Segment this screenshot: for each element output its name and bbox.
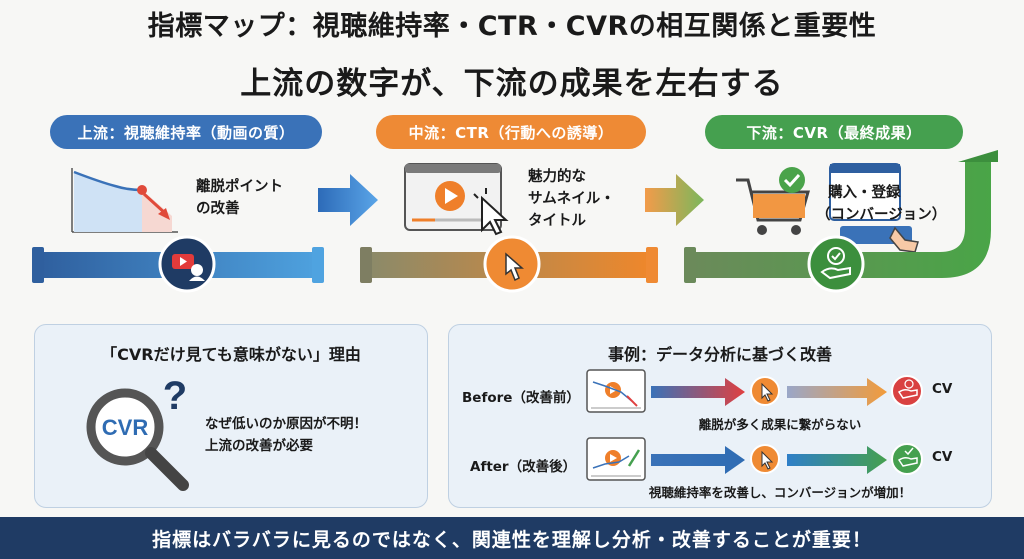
after-label: After（改善後） xyxy=(470,459,577,475)
after-arrow-2 xyxy=(787,446,887,474)
caption-line: （コンバージョン） xyxy=(816,207,947,223)
before-cv-label: CV xyxy=(932,381,953,397)
before-flow xyxy=(586,369,923,413)
before-video-icon xyxy=(586,369,646,413)
after-flow xyxy=(586,437,923,481)
flow-arrow-1 xyxy=(318,174,378,226)
before-arrow-2 xyxy=(787,378,887,406)
click-badge-icon xyxy=(483,235,541,293)
handshake-check-badge-icon xyxy=(807,235,865,293)
stage-upstream-caption: 離脱ポイント の改善 xyxy=(196,176,283,220)
pipeline-diagram xyxy=(32,150,998,293)
after-arrow-1 xyxy=(651,446,745,474)
before-arrow-1 xyxy=(651,378,745,406)
reason-line: 上流の改善が必要 xyxy=(205,438,313,454)
bottom-banner: 指標はバラバラに見るのではなく、関連性を理解し分析・改善することが重要！ xyxy=(0,517,1024,559)
caption-line: タイトル xyxy=(528,213,586,229)
after-note: 視聴維持率を改善し、コンバージョンが増加！ xyxy=(648,485,912,500)
before-note: 離脱が多く成果に繋がらない xyxy=(698,417,862,432)
before-label: Before（改善前） xyxy=(462,390,580,406)
magnifier-icon: CVR ? xyxy=(86,375,189,491)
reason-card: 「CVRだけ見ても意味がない」理由 CVR ? なぜ低いのか原因が不明！ 上流の… xyxy=(34,324,428,508)
after-cv-icon xyxy=(891,443,923,475)
after-video-icon xyxy=(586,437,646,481)
page-title: 指標マップ：視聴維持率・CTR・CVRの相互関係と重要性 xyxy=(147,11,877,42)
caption-line: の改善 xyxy=(196,201,240,217)
page-subtitle: 上流の数字が、下流の成果を左右する xyxy=(240,66,784,102)
case-study-card: 事例：データ分析に基づく改善 xyxy=(448,324,992,508)
video-user-badge-icon xyxy=(158,235,216,293)
caption-line: 購入・登録 xyxy=(828,185,901,201)
stage-upstream-pill: 上流：視聴維持率（動画の質） xyxy=(50,115,322,149)
magnifier-text: CVR xyxy=(102,415,149,440)
reason-line: なぜ低いのか原因が不明！ xyxy=(205,416,367,432)
stage-midstream-caption: 魅力的な サムネイル・ タイトル xyxy=(528,166,615,232)
caption-line: 魅力的な xyxy=(528,169,586,185)
signup-form-icon xyxy=(829,163,919,253)
reason-text: なぜ低いのか原因が不明！ 上流の改善が必要 xyxy=(205,413,367,457)
before-cv-icon xyxy=(891,375,923,407)
question-mark-icon: ? xyxy=(163,375,187,418)
shopping-cart-icon xyxy=(736,167,810,235)
stage-midstream-pill: 中流：CTR（行動への誘導） xyxy=(376,115,646,149)
retention-chart-icon xyxy=(71,168,178,233)
caption-line: サムネイル・ xyxy=(528,191,615,207)
case-study-title: 事例：データ分析に基づく改善 xyxy=(607,345,832,364)
after-cv-label: CV xyxy=(932,449,953,465)
reason-card-title: 「CVRだけ見ても意味がない」理由 xyxy=(101,345,361,364)
caption-line: 離脱ポイント xyxy=(196,179,283,195)
stage-downstream-caption: 購入・登録 （コンバージョン） xyxy=(816,182,946,226)
flow-arrow-2 xyxy=(645,174,704,226)
stage-downstream-pill: 下流：CVR（最終成果） xyxy=(705,115,963,149)
video-thumbnail-icon xyxy=(404,163,509,236)
